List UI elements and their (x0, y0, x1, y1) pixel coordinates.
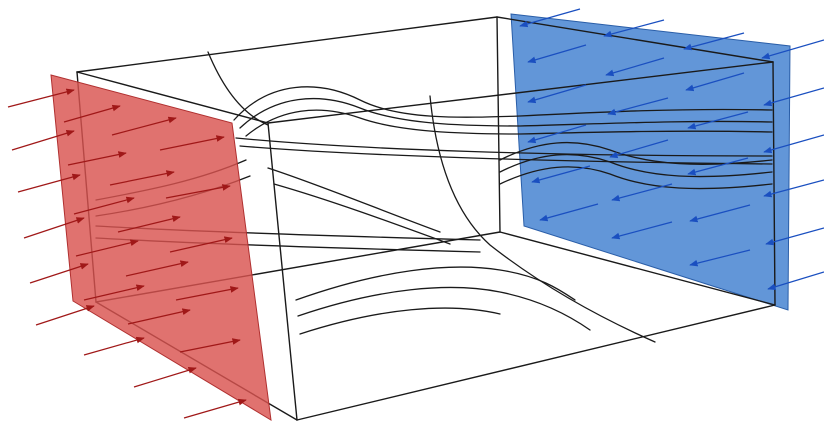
box-back-right-vertical (496, 16, 501, 233)
outlet-arrow (687, 111, 749, 130)
outlet-arrow (689, 204, 751, 223)
flow-curve-bottom-5 (273, 183, 451, 245)
flow-curve-bottom-2 (297, 286, 591, 331)
inlet-arrow (109, 170, 175, 186)
box-back-bottom-right (499, 231, 776, 306)
inlet-arrow (125, 260, 189, 277)
inlet-arrow (117, 215, 181, 233)
outlet-arrow (611, 221, 673, 240)
outlet-arrow (527, 124, 587, 144)
inlet-arrow (83, 336, 145, 356)
flow-curve-diag-1 (235, 137, 773, 157)
inlet-arrow (75, 239, 139, 257)
outlet-arrow (609, 139, 669, 159)
inlet-arrow (73, 196, 135, 215)
outlet-arrow (603, 19, 665, 38)
inlet-arrows (7, 88, 247, 419)
outlet-arrow (767, 271, 824, 291)
flow-curve-bottom-4 (267, 167, 441, 233)
outlet-arrows (519, 8, 824, 291)
outlet-arrow (539, 203, 599, 222)
inlet-arrow (183, 398, 247, 419)
divider-top-curve (207, 51, 269, 126)
inlet-arrow (175, 286, 239, 301)
outlet-arrow (687, 157, 749, 176)
inlet-arrow (17, 173, 81, 193)
inlet-plane (50, 74, 272, 421)
flow-curve-mid-3 (499, 166, 773, 190)
outlet-arrow (531, 165, 591, 184)
inlet-arrow (7, 88, 75, 108)
inlet-arrow (29, 263, 89, 284)
inlet-arrow (127, 308, 191, 325)
outlet-arrow (763, 87, 824, 107)
outlet-arrow (527, 44, 587, 64)
outlet-arrow (689, 249, 751, 267)
outlet-arrow (763, 179, 824, 198)
outlet-arrow (611, 183, 673, 202)
inlet-arrow (63, 104, 121, 123)
inlet-arrow (23, 217, 85, 239)
outlet-arrow (761, 39, 824, 60)
inlet-arrow (165, 184, 231, 199)
inlet-arrow (11, 130, 75, 151)
box-top-front-edge (267, 61, 774, 124)
inlet-arrow (133, 367, 197, 388)
inlet-arrow (83, 284, 145, 301)
outlet-arrow (763, 134, 824, 154)
outlet-arrow (765, 227, 824, 246)
flow-curve-mid-2 (499, 154, 773, 178)
outlet-arrow (519, 8, 581, 28)
inlet-arrow (169, 236, 233, 253)
flow-curve-upper-3 (245, 109, 773, 137)
flow-curve-mid-1 (499, 142, 773, 165)
flow-curve-bottom-1 (295, 266, 576, 301)
inlet-arrow (35, 305, 95, 326)
outlet-arrow (605, 57, 665, 77)
box-bottom-front-edge (296, 304, 776, 421)
inlet-arrow (159, 135, 225, 151)
outlet-arrow (685, 72, 745, 92)
outlet-arrow (527, 84, 587, 104)
box-front-vertical (267, 122, 298, 421)
box-top-left-edge (76, 71, 269, 124)
inlet-arrow (67, 151, 127, 166)
outlet-arrow (683, 32, 745, 51)
flow-curve-upper-2 (239, 98, 773, 129)
flow-curve-diag-2 (239, 145, 773, 165)
inlet-arrow (111, 116, 177, 136)
flow-curve-upper-1 (233, 86, 773, 121)
outlet-arrow (607, 97, 669, 116)
inlet-arrow (179, 338, 241, 353)
flow-curve-bottom-3 (299, 307, 501, 335)
